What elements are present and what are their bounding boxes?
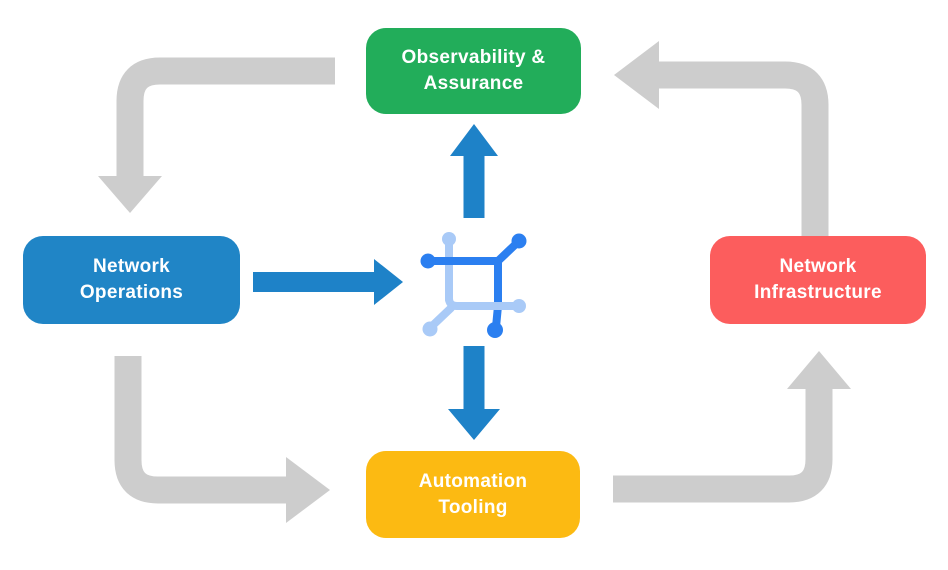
node-label-line: Network	[779, 256, 857, 278]
node-automation-tooling: Automation Tooling	[366, 451, 580, 538]
arrowhead-down-icon	[98, 176, 162, 213]
arrowhead-right-icon	[374, 259, 403, 305]
hub-arrow-hub-to-observability	[450, 124, 498, 218]
arrowhead-left-icon	[614, 41, 659, 109]
hub-arrow-hub-to-automation	[448, 346, 500, 440]
node-label-line: Assurance	[423, 73, 524, 94]
node-label-line: Infrastructure	[754, 282, 882, 303]
node-network-operations: Network Operations	[23, 236, 240, 324]
flow-arrow-operations-to-automation	[114, 356, 330, 523]
hub-arrow-operations-to-hub	[253, 259, 403, 305]
arrowhead-up-icon	[787, 351, 851, 389]
arrowhead-down-icon	[448, 409, 500, 440]
node-label-line: Network	[92, 256, 171, 278]
node-label-line: Operations	[79, 282, 184, 303]
arrowhead-right-icon	[286, 457, 330, 523]
flow-arrow-observability-to-operations	[98, 57, 335, 213]
node-label-line: Automation	[418, 470, 528, 492]
network-hub-icon	[420, 232, 527, 338]
flow-arrow-infrastructure-to-observability	[614, 41, 829, 236]
node-observability-assurance: Observability & Assurance	[366, 28, 581, 114]
node-label-line: Observability &	[401, 47, 546, 69]
node-network-infrastructure: Network Infrastructure	[710, 236, 926, 324]
arrowhead-up-icon	[450, 124, 498, 156]
node-label-line: Tooling	[438, 496, 508, 518]
flow-arrow-automation-to-infrastructure	[613, 351, 851, 503]
